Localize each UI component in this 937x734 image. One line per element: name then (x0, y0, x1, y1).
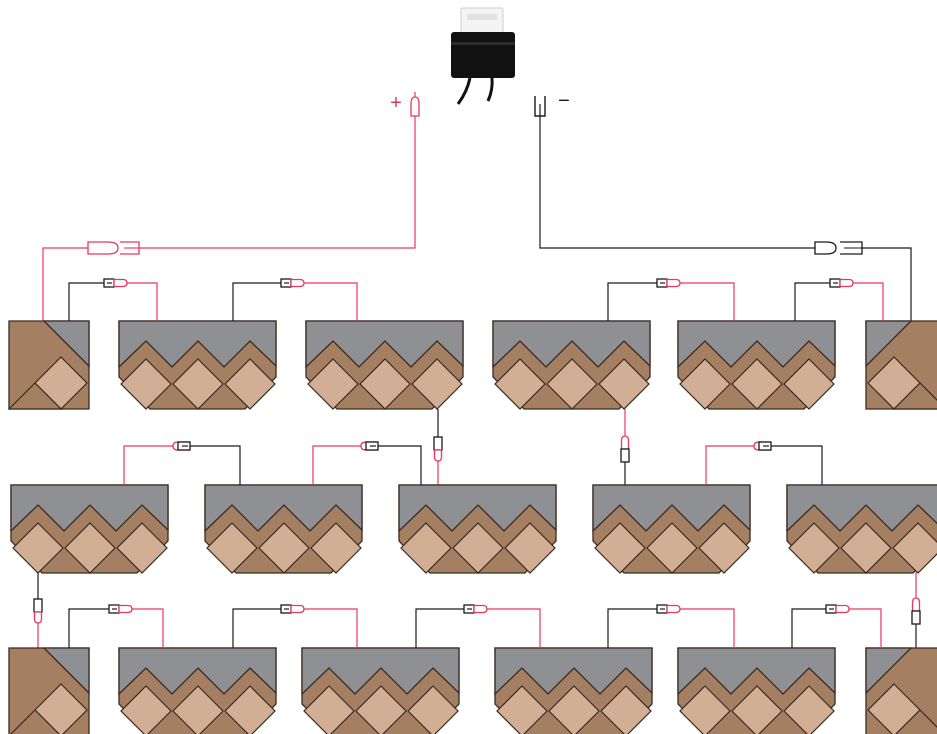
roof-tile-module-icon (10, 484, 169, 574)
negative-label: − (558, 90, 570, 112)
connector-pair-icon (280, 278, 305, 288)
roof-tile-module-icon (8, 647, 90, 734)
female-connector-icon (814, 241, 863, 255)
roof-tile-module-icon (398, 484, 557, 574)
roof-tile-module-icon (786, 484, 937, 574)
optimizer-box-icon (451, 7, 515, 105)
roof-tile-module-icon (592, 484, 751, 574)
vertical-connector-icon (33, 435, 921, 625)
roof-tile-module-icon (301, 647, 460, 734)
male-connector-icon (87, 241, 140, 255)
row-1-modules (8, 320, 937, 410)
connector-pair-icon (825, 604, 850, 614)
positive-terminal: + (390, 92, 420, 117)
row-3-jumpers (68, 608, 882, 648)
roof-tile-module-icon (677, 647, 836, 734)
row-2-jumpers (123, 445, 823, 485)
roof-tile-module-icon (677, 320, 836, 410)
roof-tile-module-icon (865, 320, 937, 410)
connector-pair-icon (656, 604, 681, 614)
roof-tile-module-icon (118, 320, 277, 410)
row-2-modules (10, 484, 937, 574)
roof-tile-module-icon (204, 484, 363, 574)
negative-terminal: − (534, 90, 570, 117)
roof-tile-module-icon (865, 647, 937, 734)
connector-pair-icon (463, 604, 488, 614)
connector-pair-icon (656, 278, 681, 288)
row-3-modules (8, 647, 937, 734)
connector-pair-icon (108, 604, 133, 614)
home-run-wires (42, 116, 912, 321)
roof-tile-module-icon (305, 320, 464, 410)
roof-tile-module-icon (8, 320, 90, 410)
roof-tile-module-icon (492, 320, 651, 410)
roof-tile-module-icon (494, 647, 653, 734)
connector-pair-icon (103, 278, 128, 288)
connector-pair-icon (280, 604, 305, 614)
positive-label: + (390, 92, 402, 114)
row-1-jumpers (68, 282, 884, 321)
connector-pair-icon (829, 278, 854, 288)
connector-pair-icon (172, 441, 772, 451)
roof-tile-module-icon (118, 647, 277, 734)
